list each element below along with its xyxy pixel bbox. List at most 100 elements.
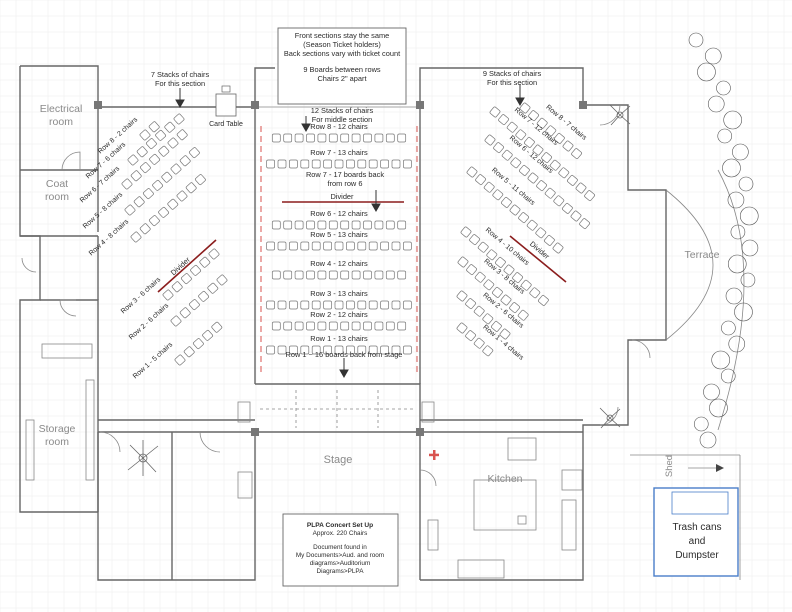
chair	[346, 241, 355, 251]
chair	[130, 170, 142, 182]
chair	[579, 218, 590, 229]
middle-notes: Row 7 - 17 boards back from row 6 Divide…	[286, 170, 403, 359]
chair	[391, 241, 401, 251]
chair	[374, 220, 384, 230]
terrace-shrubs	[688, 32, 759, 449]
chair	[493, 142, 504, 153]
chair	[368, 345, 378, 355]
chair	[506, 121, 518, 133]
chair	[385, 321, 395, 331]
plant-icon-left	[127, 440, 159, 476]
chair	[183, 346, 195, 358]
shrub-icon	[699, 431, 717, 449]
chair	[519, 102, 531, 114]
wing-row-label: Row 2 - 6 chairs	[128, 302, 171, 341]
note-line-5: Chairs 2" apart	[317, 74, 366, 83]
chair	[456, 322, 468, 334]
chair	[277, 300, 287, 310]
chair	[562, 203, 573, 214]
chair	[486, 249, 498, 261]
chair	[363, 133, 372, 143]
chair	[483, 279, 495, 291]
chair	[271, 133, 281, 143]
chair	[484, 134, 496, 146]
chair	[300, 345, 310, 355]
chair	[294, 220, 304, 230]
chair	[482, 345, 494, 357]
stack-notes: 7 Stacks of chairs For this section 9 St…	[151, 69, 542, 128]
shrub-icon	[723, 110, 742, 130]
chair	[323, 345, 332, 355]
document-info-box	[282, 513, 399, 587]
dumpster-icon	[671, 491, 729, 515]
chair	[385, 270, 395, 280]
chair	[289, 241, 298, 251]
chair	[501, 149, 513, 161]
chair	[289, 345, 298, 355]
trash-line-3: Dumpster	[675, 550, 719, 561]
chair	[552, 242, 564, 254]
chair	[283, 220, 293, 230]
chair	[121, 178, 133, 190]
chair	[277, 241, 287, 251]
stage-label: Stage	[324, 454, 353, 466]
chair	[306, 270, 315, 280]
middle-row-label: Row 7 - 13 chairs	[310, 148, 368, 157]
doc-line-1: Document found in	[313, 544, 367, 551]
middle-row-label: Row 3 - 13 chairs	[310, 289, 368, 298]
shrub-icon	[703, 383, 720, 401]
chair	[397, 321, 407, 331]
chair	[277, 345, 287, 355]
left-stacks-line-1: 7 Stacks of chairs	[151, 70, 210, 79]
chair	[311, 159, 321, 169]
shrub-icon	[720, 368, 736, 384]
doc-line-4: Diagrams>PLPA	[317, 568, 365, 575]
chair	[300, 300, 310, 310]
middle-row-label: Row 1 - 13 chairs	[310, 334, 368, 343]
shrub-icon	[717, 128, 733, 144]
chair	[368, 159, 378, 169]
chair	[199, 256, 211, 268]
doc-line-3: diagrams>Auditorium	[310, 560, 371, 567]
chair	[466, 264, 477, 275]
chair	[374, 270, 384, 280]
first-aid-icon	[429, 450, 439, 460]
stage-speakers	[237, 401, 435, 499]
chair	[340, 270, 350, 280]
chair	[380, 345, 389, 355]
chair	[189, 147, 200, 158]
chair	[385, 133, 395, 143]
doc-title: PLPA Concert Set Up	[307, 522, 373, 529]
middle-row-label: Row 4 - 12 chairs	[310, 259, 368, 268]
chair	[498, 114, 509, 125]
chair	[363, 220, 372, 230]
chair	[294, 133, 304, 143]
chair	[515, 129, 527, 141]
chair	[136, 146, 148, 158]
chair	[323, 159, 332, 169]
chair	[167, 137, 179, 149]
chair	[155, 130, 166, 141]
chair	[549, 159, 561, 171]
chair	[489, 106, 501, 118]
chair	[397, 133, 407, 143]
chair	[397, 220, 407, 230]
chair	[179, 155, 191, 167]
chair	[148, 121, 160, 133]
chair	[149, 215, 160, 226]
shed-label: Shed	[664, 455, 675, 477]
chair	[152, 180, 163, 191]
middle-row-label: Row 2 - 12 chairs	[310, 310, 368, 319]
chair	[527, 172, 539, 184]
wing-row-label: Row 1 - 5 chairs	[132, 341, 175, 380]
chair	[171, 281, 183, 293]
chair	[584, 190, 595, 201]
left-divider-line	[157, 239, 217, 293]
chair	[491, 321, 502, 332]
chair	[266, 159, 275, 169]
chair	[403, 241, 412, 251]
shrub-icon	[716, 80, 731, 96]
shrub-icon	[732, 143, 749, 161]
